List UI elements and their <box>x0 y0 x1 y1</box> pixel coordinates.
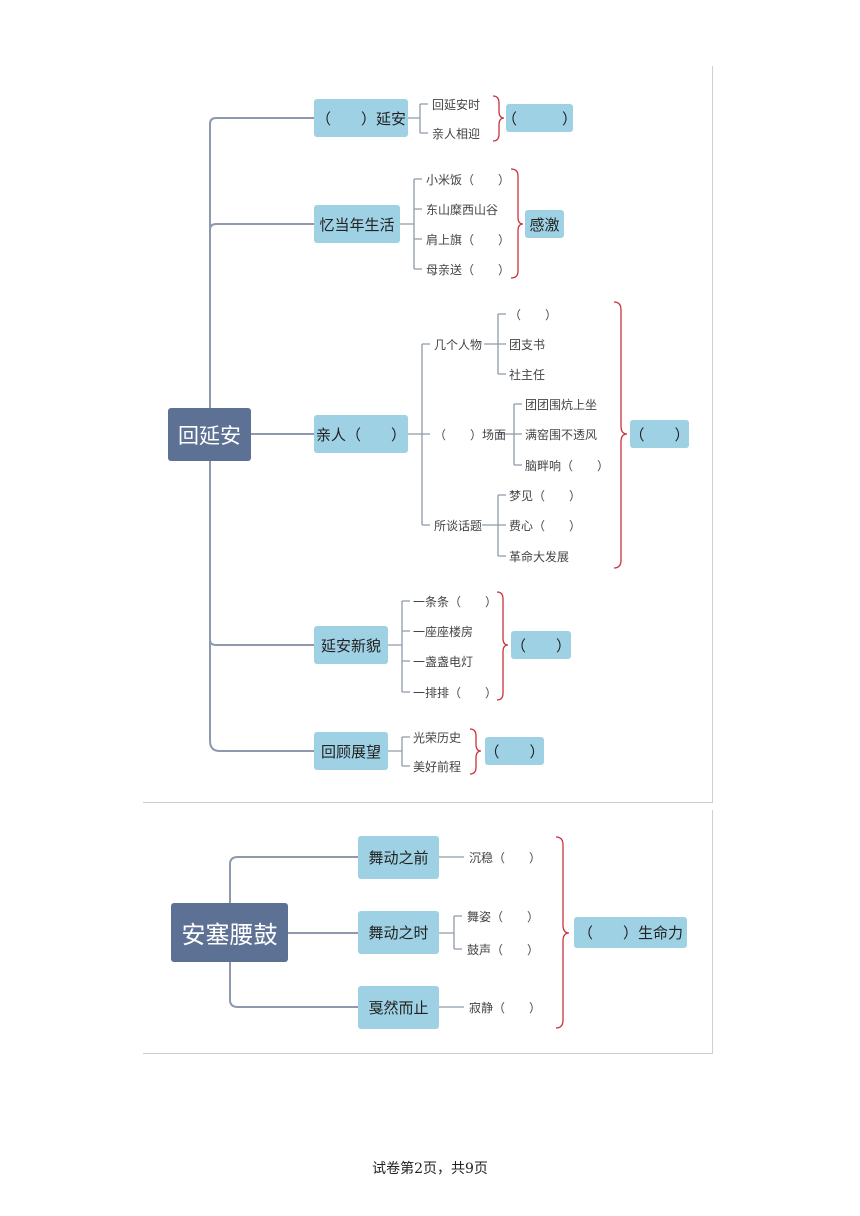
map1-branch-1-summary: （ ） <box>502 104 577 132</box>
map1-branch-5-leaf-1: 光荣历史 <box>413 730 462 745</box>
map1-root-node: 回延安 <box>168 408 251 461</box>
summary-braces <box>469 95 628 1029</box>
map2-root-node: 安塞腰鼓 <box>171 903 288 962</box>
map2-branch-2-leaf-2: 鼓声（ ） <box>467 942 540 957</box>
map2-branch-3-node: 戛然而止 <box>358 986 439 1029</box>
map1-branch-3-group-3-leaf-1: 梦见（ ） <box>509 488 582 503</box>
map1-branch-4-leaf-3: 一盏盏电灯 <box>413 654 474 669</box>
map1-branch-3-summary: （ ） <box>630 420 690 448</box>
map1-branch-1-node: （ ）延安 <box>314 99 408 137</box>
map2-branch-2-node: 舞动之时 <box>358 911 439 954</box>
map1-branch-5-node: 回顾展望 <box>314 732 388 770</box>
map1-branch-4-leaf-4: 一排排（ ） <box>413 685 498 700</box>
map1-branch-3-group-3-leaf-3: 革命大发展 <box>509 549 570 564</box>
map1-trunk-connectors <box>209 117 314 752</box>
frame-right-edge-top <box>712 66 713 803</box>
map1-branch-3-node: 亲人（ ） <box>314 415 408 453</box>
page-footer: 试卷第2页，共9页 <box>372 1161 488 1177</box>
map1-branch-2-leaf-1: 小米饭（ ） <box>426 172 511 187</box>
map2-branch-2-leaf-1: 舞姿（ ） <box>467 909 540 924</box>
map2-branch-1-leaf-1: 沉稳（ ） <box>469 850 542 865</box>
map2-leaf-connectors <box>438 856 464 1008</box>
map1-branch-4-summary: （ ） <box>511 631 571 659</box>
frame-right-edge-bottom <box>712 810 713 1054</box>
map1-branch-3-group-1-leaf-1: （ ） <box>509 307 558 322</box>
map1-leaf-connectors <box>388 103 522 767</box>
map1-branch-4-leaf-2: 一座座楼房 <box>413 624 474 639</box>
map1-branch-1-leaf-2: 亲人相迎 <box>432 126 481 141</box>
map1-branch-3-group-2-leaf-1: 团团围炕上坐 <box>525 397 598 412</box>
frame-bottom-edge-top <box>143 802 713 803</box>
map1-branch-5-summary: （ ） <box>485 737 545 765</box>
map2-branch-1-node: 舞动之前 <box>358 836 439 879</box>
map1-branch-3-group-1-label: 几个人物 <box>434 337 483 352</box>
frame-bottom-edge-bottom <box>143 1053 713 1054</box>
map1-branch-3-group-2-label: （ ）场面 <box>434 427 507 442</box>
map1-branch-2-summary: 感激 <box>525 210 564 238</box>
map2-summary: （ ）生命力 <box>574 917 687 948</box>
map1-branch-4-leaf-1: 一条条（ ） <box>413 594 498 609</box>
map1-branch-3-group-3-leaf-2: 费心（ ） <box>509 518 582 533</box>
map1-branch-3-group-1-leaf-2: 团支书 <box>509 337 546 352</box>
map1-branch-3-group-3-label: 所谈话题 <box>434 518 483 533</box>
map1-branch-2-node: 忆当年生活 <box>314 205 400 243</box>
map2-branch-3-leaf-1: 寂静（ ） <box>469 1000 542 1015</box>
map1-branch-3-group-2-leaf-3: 脑畔响（ ） <box>525 458 610 473</box>
map2-trunk-connectors <box>229 856 358 1008</box>
map1-branch-5-leaf-2: 美好前程 <box>413 759 462 774</box>
map1-branch-2-leaf-3: 肩上旗（ ） <box>426 232 511 247</box>
map1-branch-3-group-2-leaf-2: 满窑围不透风 <box>525 427 598 442</box>
map1-branch-3-group-1-leaf-3: 社主任 <box>509 367 546 382</box>
map1-branch-2-leaf-4: 母亲送（ ） <box>426 262 511 277</box>
map1-branch-4-node: 延安新貌 <box>314 626 388 664</box>
map1-branch-1-leaf-1: 回延安时 <box>432 97 481 112</box>
map1-branch-2-leaf-2: 东山糜西山谷 <box>426 202 499 217</box>
